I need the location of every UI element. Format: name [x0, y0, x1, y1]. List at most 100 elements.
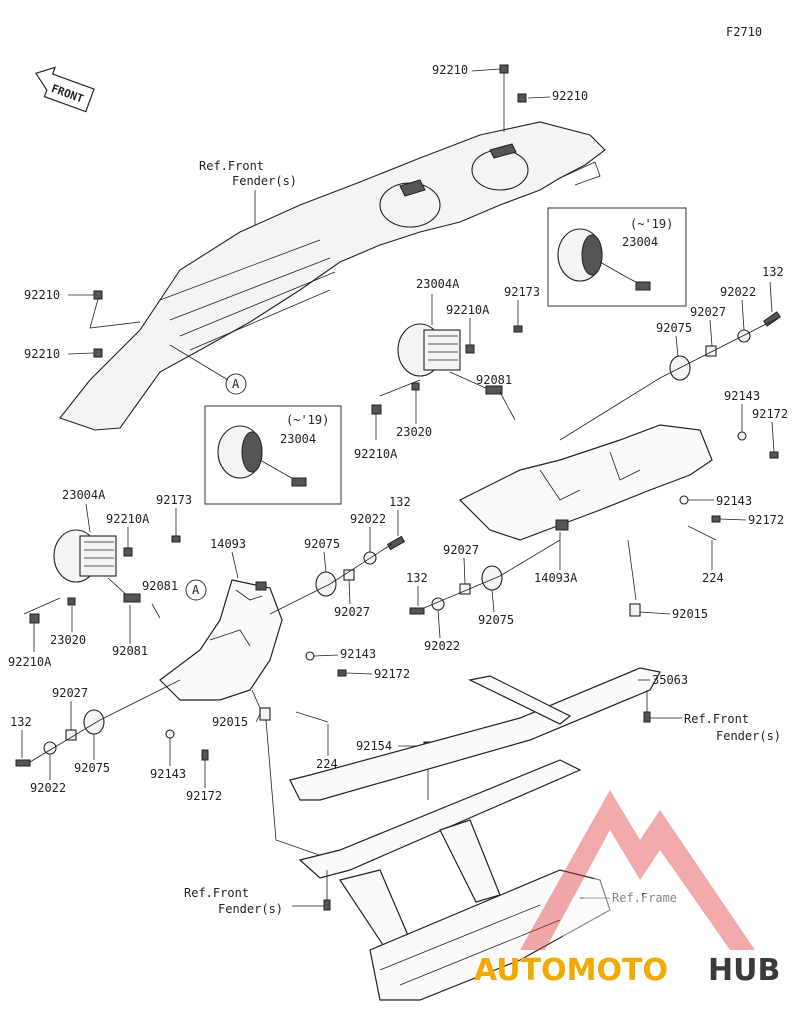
- nut-icon: [629, 603, 641, 617]
- fog-lamp-variant-left: [217, 425, 307, 487]
- frame-crossmember: [289, 667, 661, 1001]
- bolt-224-icon: [687, 525, 717, 541]
- label-92075-right: 92075: [656, 321, 692, 335]
- label-23004a-right: 23004A: [416, 277, 460, 291]
- label-92210-left1: 92210: [24, 288, 60, 302]
- grommet-icon: [513, 325, 523, 333]
- front-cowl-assembly: [59, 121, 606, 431]
- watermark-text-part1: AUTOMOTO: [474, 953, 668, 988]
- callout-a-top: [225, 373, 247, 395]
- label-92027-right: 92027: [690, 305, 726, 319]
- clip-nut-icon: [29, 613, 40, 624]
- label-92210a-right: 92210A: [446, 303, 490, 317]
- bolt-icon: [763, 311, 781, 327]
- label-92210a-left-b: 92210A: [8, 655, 52, 669]
- clip-nut-icon: [93, 290, 103, 300]
- clip-nut-icon: [93, 348, 103, 358]
- washer-icon: [679, 495, 689, 505]
- label-92143-middle-b: 92143: [150, 767, 186, 781]
- bolt-icon: [409, 607, 425, 615]
- label-132-middle: 132: [389, 495, 411, 509]
- label-92075-center: 92075: [478, 613, 514, 627]
- label-35063: 35063: [652, 673, 688, 687]
- logo-mountain-icon: [520, 790, 755, 950]
- ref-front-fender-right-1: Ref.Front: [684, 712, 749, 726]
- washer-icon: [165, 729, 175, 739]
- label-23020-right: 23020: [396, 425, 432, 439]
- label-92027-middle: 92027: [334, 605, 370, 619]
- clip-icon: [67, 597, 76, 606]
- screw-icon: [643, 711, 651, 723]
- label-92173-left: 92173: [156, 493, 192, 507]
- clip-nut-icon: [499, 64, 509, 74]
- ref-front-fender-right-2: Fender(s): [716, 729, 781, 743]
- label-92022-right: 92022: [720, 285, 756, 299]
- label-92154: 92154: [356, 739, 392, 753]
- ref-frame: Ref.Frame: [612, 891, 677, 905]
- label-92172-right: 92172: [752, 407, 788, 421]
- front-arrow-icon: FRONT: [34, 66, 95, 113]
- variant-left-part: 23004: [280, 432, 316, 446]
- label-92081-right: 92081: [476, 373, 512, 387]
- callout-a-top-label: A: [232, 377, 240, 391]
- label-92143-right-b: 92143: [716, 494, 752, 508]
- fog-lamp-left: [53, 529, 141, 603]
- screw-icon: [769, 451, 779, 459]
- callout-a-left: [185, 579, 207, 601]
- label-92172-middle: 92172: [374, 667, 410, 681]
- screw-icon: [323, 899, 331, 911]
- label-132-right: 132: [762, 265, 784, 279]
- label-92022-center: 92022: [424, 639, 460, 653]
- bolt-icon: [15, 759, 31, 767]
- label-23020-left: 23020: [50, 633, 86, 647]
- grommet-icon: [171, 535, 181, 543]
- fog-lamp-right: [397, 323, 516, 421]
- collar-icon: [705, 345, 717, 357]
- clip-icon: [411, 382, 420, 391]
- variant-left-year: (~'19): [286, 413, 329, 427]
- label-92210-top2: 92210: [552, 89, 588, 103]
- label-92075-middle: 92075: [304, 537, 340, 551]
- bracket-right: [458, 424, 713, 541]
- bolt-224-icon: [295, 711, 329, 723]
- screw-icon: [711, 515, 721, 523]
- watermark-logo: [520, 790, 755, 950]
- figure-id: F2710: [726, 25, 762, 39]
- label-14093a: 14093A: [534, 571, 578, 585]
- label-92210a-right-b: 92210A: [354, 447, 398, 461]
- washer-icon: [305, 651, 315, 661]
- label-23004a-left: 23004A: [62, 488, 106, 502]
- label-92022-bottom: 92022: [30, 781, 66, 795]
- spring-icon: [151, 603, 161, 619]
- washer-icon: [737, 431, 747, 441]
- label-92143-middle: 92143: [340, 647, 376, 661]
- label-132-bottom: 132: [10, 715, 32, 729]
- washer-icon: [737, 329, 751, 343]
- fog-lamp-variant-right: [557, 228, 651, 291]
- clip-nut-icon: [371, 404, 382, 415]
- clip-nut-icon: [465, 344, 475, 354]
- bracket-left: [159, 579, 283, 701]
- label-132-center: 132: [406, 571, 428, 585]
- ref-front-fender-top-2: Fender(s): [232, 174, 297, 188]
- label-92075-bottom: 92075: [74, 761, 110, 775]
- variant-right-year: (~'19): [630, 217, 673, 231]
- label-92081-left-b: 92081: [112, 644, 148, 658]
- label-92172-middle-b: 92172: [186, 789, 222, 803]
- ref-front-fender-bottom-2: Fender(s): [218, 902, 283, 916]
- label-92210-left2: 92210: [24, 347, 60, 361]
- label-92081-left: 92081: [142, 579, 178, 593]
- label-92022-middle: 92022: [350, 512, 386, 526]
- clip-nut-icon: [123, 547, 133, 557]
- watermark-text-part2: HUB: [708, 953, 780, 988]
- damper-icon: [481, 565, 503, 591]
- label-92015-right: 92015: [672, 607, 708, 621]
- screw-icon: [337, 669, 347, 677]
- label-92143-right: 92143: [724, 389, 760, 403]
- clip-nut-icon: [517, 93, 527, 103]
- callout-a-left-label: A: [192, 583, 200, 597]
- label-92027-center: 92027: [443, 543, 479, 557]
- nut-icon: [259, 707, 271, 721]
- label-224-middle: 224: [316, 757, 338, 771]
